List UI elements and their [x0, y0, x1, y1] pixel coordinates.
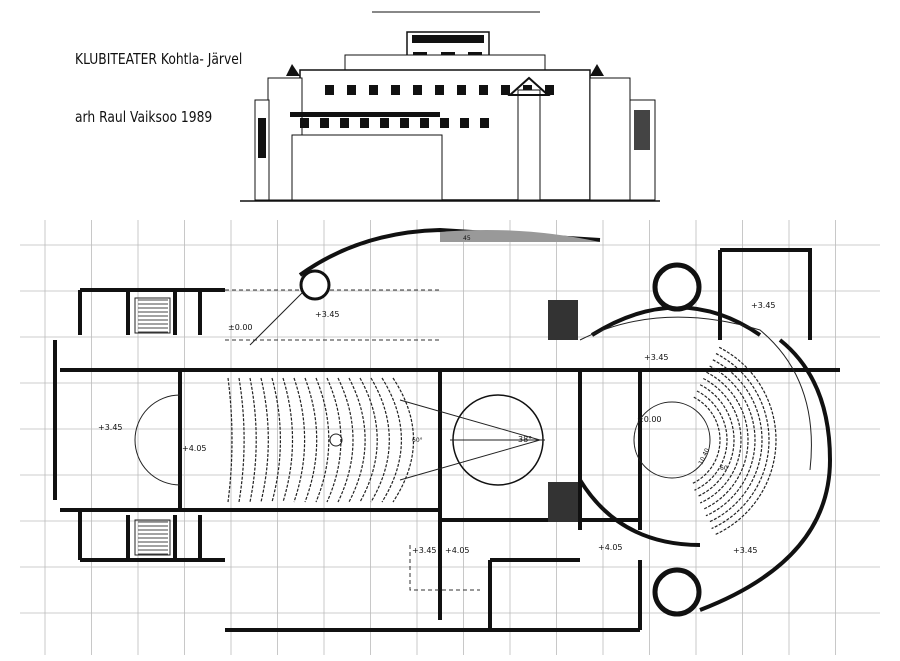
seat-row — [326, 377, 342, 503]
window — [479, 85, 488, 95]
seat-row — [315, 377, 330, 503]
window — [457, 85, 466, 95]
seat-row — [293, 377, 306, 503]
window — [400, 118, 409, 128]
level-label: +3.45 — [751, 301, 776, 310]
seat-row — [699, 377, 742, 504]
window — [340, 118, 349, 128]
seat-row — [705, 365, 756, 517]
dimension-label: 10.40 — [697, 447, 711, 466]
window — [380, 118, 389, 128]
seat-row — [381, 377, 402, 503]
seat-row — [304, 377, 318, 503]
window — [391, 85, 400, 95]
floor-plan — [53, 227, 840, 632]
window — [460, 118, 469, 128]
seat-row — [227, 377, 233, 503]
level-label: +4.05 — [182, 444, 207, 453]
level-label: +4.05 — [598, 543, 623, 552]
seat-row — [691, 396, 721, 485]
mark-label: 60 — [720, 465, 728, 472]
seat-row — [708, 359, 763, 523]
level-label: +3.45 — [98, 423, 123, 432]
drawing-title: KLUBITEATER Kohtla- Järvel — [75, 50, 243, 68]
level-label: ±0.00 — [228, 323, 253, 332]
seat-row — [282, 377, 294, 503]
level-label: +3.45 — [733, 546, 758, 555]
seat-row — [238, 377, 245, 503]
window — [480, 118, 489, 128]
seat-row — [260, 377, 269, 503]
window — [545, 85, 554, 95]
angle-label: 60° — [412, 437, 423, 444]
window — [435, 85, 444, 95]
mark-label: 45 — [463, 235, 471, 242]
seat-row — [370, 377, 390, 503]
seat-row — [348, 377, 366, 503]
window — [347, 85, 356, 95]
architect-credit: arh Raul Vaiksoo 1989 — [75, 108, 213, 126]
level-label: +3.45 — [315, 310, 340, 319]
level-label: +4.05 — [445, 546, 470, 555]
seat-row — [711, 353, 770, 530]
seat-row — [697, 384, 735, 498]
window — [420, 118, 429, 128]
window — [320, 118, 329, 128]
level-label: +3.45 — [644, 353, 669, 362]
seat-row — [359, 377, 378, 503]
window — [325, 85, 334, 95]
seat-row — [271, 377, 281, 503]
window — [413, 85, 422, 95]
angle-label: 38° — [518, 435, 532, 444]
seat-row — [714, 346, 777, 536]
window — [501, 85, 510, 95]
level-label: +3.45 — [412, 546, 437, 555]
seat-row — [337, 377, 354, 503]
front-elevation — [240, 11, 660, 202]
seat-row — [249, 377, 257, 503]
structural-grid — [20, 220, 880, 655]
window — [440, 118, 449, 128]
window — [360, 118, 369, 128]
seat-row — [702, 371, 749, 510]
seat-row — [392, 377, 415, 503]
window — [300, 118, 309, 128]
level-label: ±0.00 — [637, 415, 662, 424]
window — [369, 85, 378, 95]
